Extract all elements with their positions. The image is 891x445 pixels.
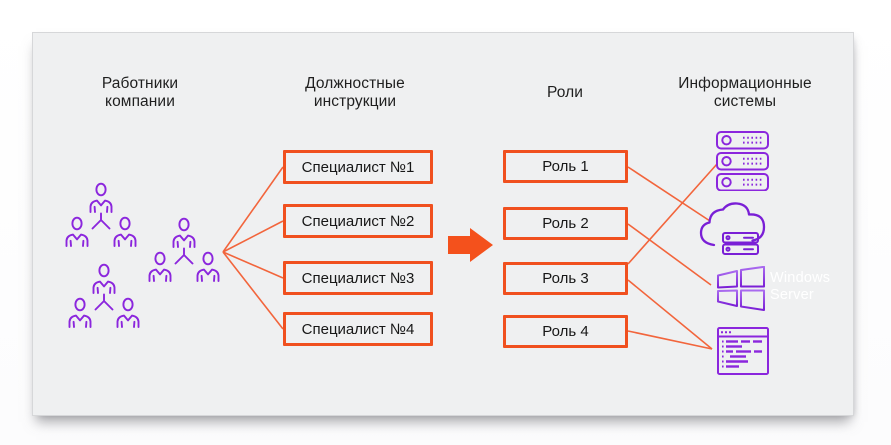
- windows-logo-icon: [717, 266, 765, 311]
- connector-role3-code: [627, 279, 713, 350]
- employee-group-icon: [67, 184, 136, 246]
- role-box-2: Роль 2: [503, 207, 628, 240]
- connector-employees-spec2: [222, 220, 284, 253]
- windows-server-label: Windows Server: [770, 270, 831, 303]
- code-window-icon: [717, 327, 769, 375]
- role-box-4: Роль 4: [503, 315, 628, 348]
- connector-role3-servers: [627, 163, 718, 265]
- spec-box-3: Специалист №3: [283, 261, 433, 295]
- column-title-systems: Информационные системы: [678, 75, 812, 110]
- connector-employees-spec4: [222, 251, 284, 330]
- employee-group-icon: [70, 265, 139, 327]
- cloud-server-icon: [699, 202, 766, 255]
- connector-role1-cloud: [627, 166, 711, 222]
- spec-box-1: Специалист №1: [283, 150, 433, 184]
- arrow-right-icon: [448, 228, 493, 262]
- role-box-3: Роль 3: [503, 262, 628, 295]
- role-box-1: Роль 1: [503, 150, 628, 183]
- spec-box-4: Специалист №4: [283, 312, 433, 346]
- server-stack-icon: [716, 131, 769, 191]
- spec-box-2: Специалист №2: [283, 204, 433, 238]
- employee-group-icon: [150, 219, 219, 281]
- column-title-roles: Роли: [546, 84, 584, 101]
- connector-employees-spec1: [222, 166, 284, 253]
- column-title-employees: Работники компании: [101, 75, 179, 110]
- connector-role4-code: [627, 330, 713, 350]
- connector-role2-windows: [627, 223, 712, 286]
- column-title-instructions: Должностные инструкции: [305, 75, 405, 110]
- connector-employees-spec3: [222, 251, 284, 279]
